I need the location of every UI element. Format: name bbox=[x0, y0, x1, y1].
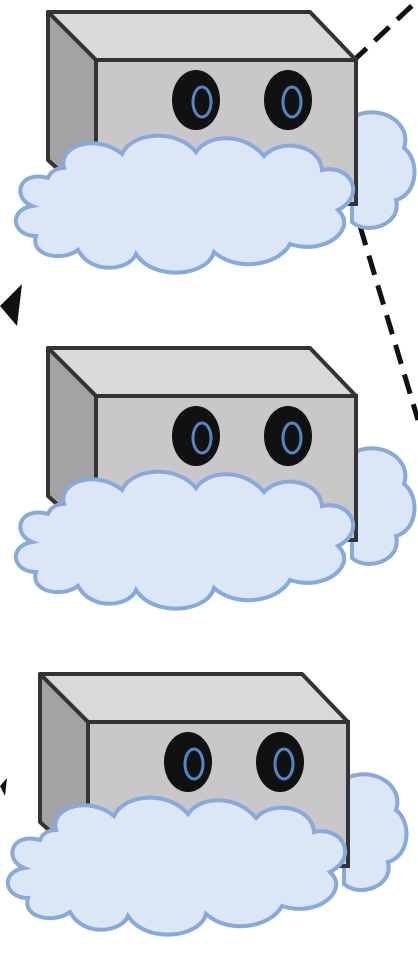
box-top-face bbox=[40, 674, 348, 722]
server-node-3 bbox=[8, 674, 407, 935]
cloud-1 bbox=[16, 136, 353, 273]
eye-icon bbox=[264, 70, 312, 130]
eye-icon bbox=[172, 70, 220, 130]
server-node-2 bbox=[16, 348, 415, 609]
eye-icon bbox=[164, 732, 212, 792]
eye-icon bbox=[172, 406, 220, 466]
dashed-link-top bbox=[352, 0, 418, 62]
cloud-3 bbox=[8, 798, 345, 935]
arrow-left-upper bbox=[0, 284, 22, 326]
eye-icon bbox=[256, 732, 304, 792]
server-node-1 bbox=[16, 12, 415, 273]
cloud-2 bbox=[16, 472, 353, 609]
box-top-face bbox=[48, 348, 356, 396]
arrowhead-group bbox=[0, 284, 22, 796]
dashed-link-right bbox=[360, 226, 418, 420]
box-top-face bbox=[48, 12, 356, 60]
arrow-left-lower bbox=[0, 778, 7, 796]
eye-icon bbox=[264, 406, 312, 466]
